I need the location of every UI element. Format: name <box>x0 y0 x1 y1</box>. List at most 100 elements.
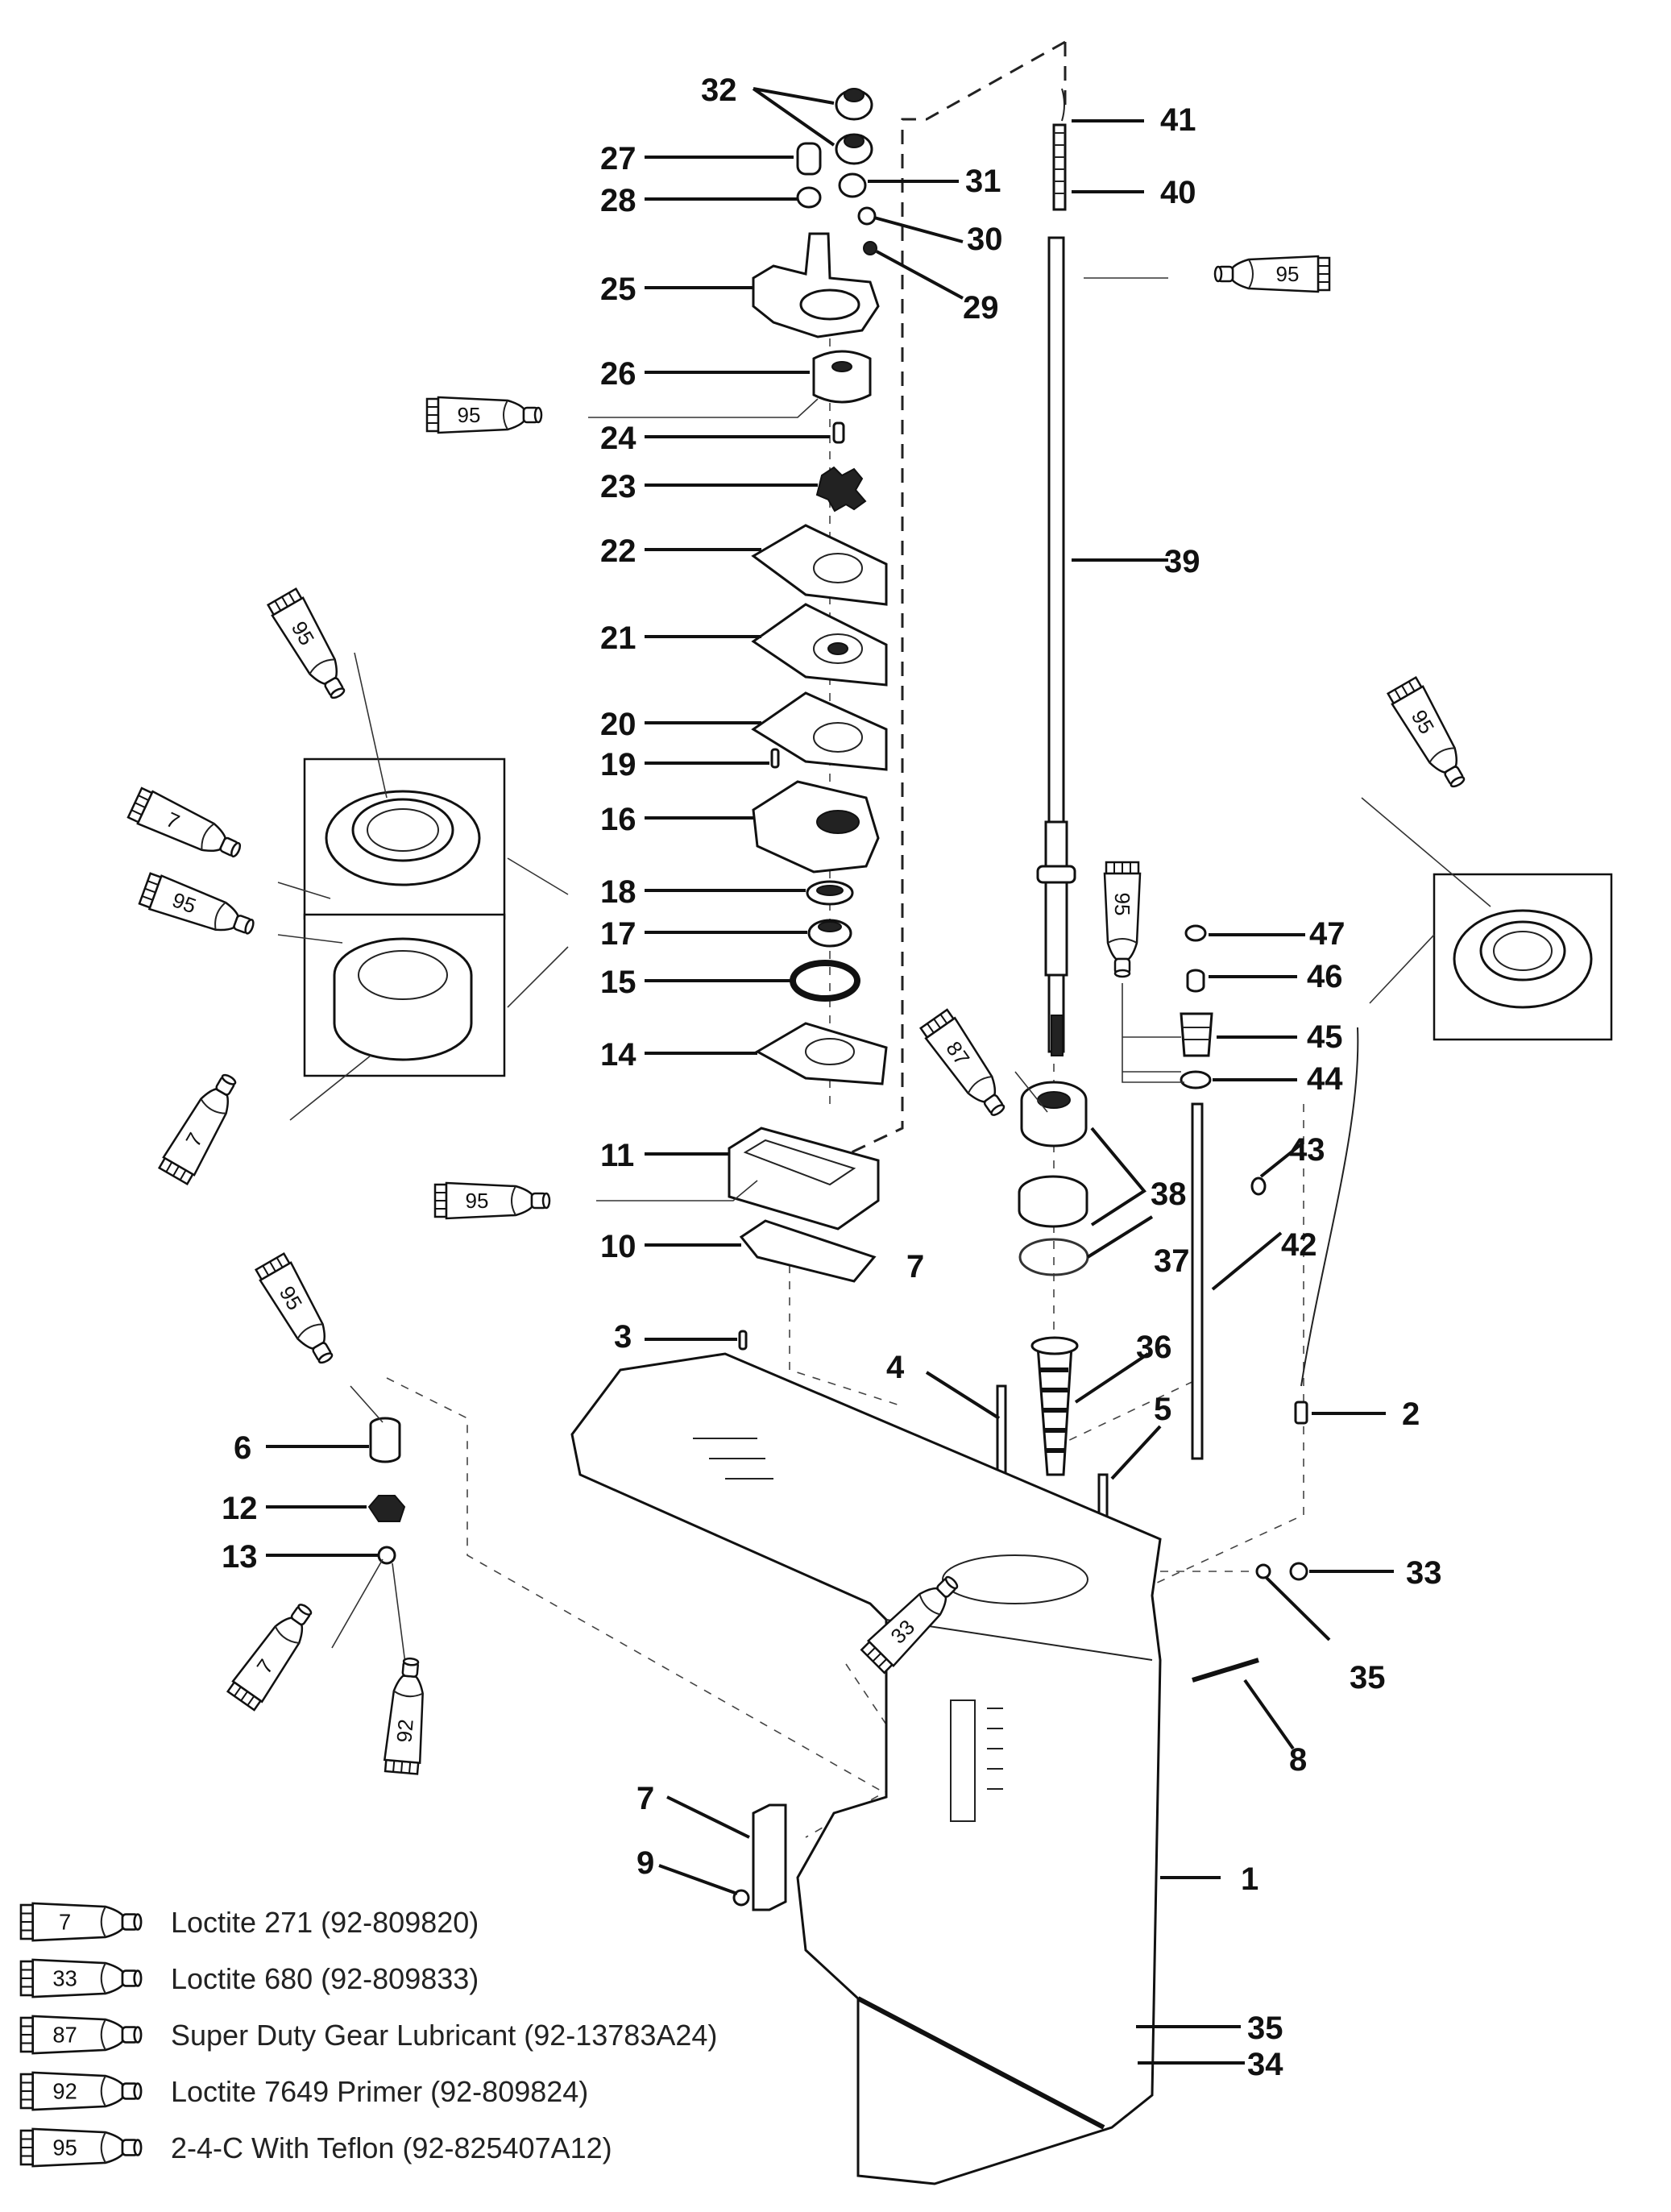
applicator-tube-95: 95 <box>1385 675 1476 795</box>
legend-code: 92 <box>52 2078 77 2103</box>
callout-36: 36 <box>1136 1330 1172 1365</box>
legend-item: 33 Loctite 680 (92-809833) <box>19 1958 479 1998</box>
callout-19: 19 <box>600 747 636 782</box>
callout-16: 16 <box>600 802 636 837</box>
callout-21: 21 <box>600 620 636 656</box>
callout-13: 13 <box>222 1539 258 1575</box>
callout-17: 17 <box>600 916 636 952</box>
callout-28: 28 <box>600 183 636 218</box>
applicator-tube-95: 95 <box>1213 255 1331 293</box>
legend-item: 7 Loctite 271 (92-809820) <box>19 1902 479 1942</box>
callout-40: 40 <box>1160 175 1196 210</box>
callout-42: 42 <box>1281 1227 1317 1263</box>
callout-44: 44 <box>1307 1061 1343 1097</box>
bearing-detail-46 <box>1433 873 1613 1041</box>
legend-item: 87 Super Duty Gear Lubricant (92-13783A24… <box>19 2015 717 2055</box>
legend-item: 95 2-4-C With Teflon (92-825407A12) <box>19 2127 612 2168</box>
leader-lines <box>266 87 1491 2065</box>
svg-text:95: 95 <box>466 1189 489 1213</box>
callout-7: 7 <box>906 1249 924 1284</box>
legend-label: Loctite 680 (92-809833) <box>171 1962 479 1995</box>
callout-2: 2 <box>1402 1397 1420 1432</box>
callout-20: 20 <box>600 707 636 742</box>
applicator-tube-33: 33 <box>859 1567 968 1675</box>
legend-code: 87 <box>52 2022 77 2047</box>
applicator-tube-95: 95 <box>433 1181 551 1220</box>
drive-shaft <box>1036 88 1076 1056</box>
applicator-tube-7: 7 <box>225 1596 322 1712</box>
callout-46: 46 <box>1307 959 1343 994</box>
callout-32: 32 <box>701 73 737 108</box>
callout-35: 35 <box>1247 2011 1283 2046</box>
legend-tube-icon: 95 <box>19 2127 143 2168</box>
legend-code: 7 <box>59 1909 71 1934</box>
bearing-detail-17 <box>303 913 506 1077</box>
callout-37: 37 <box>1154 1243 1190 1279</box>
applicator-tube-87: 87 <box>918 1007 1015 1124</box>
callout-14: 14 <box>600 1037 636 1073</box>
legend-label: Loctite 7649 Primer (92-809824) <box>171 2075 588 2108</box>
applicator-tube-95: 95 <box>425 396 543 434</box>
callout-1: 1 <box>1241 1861 1258 1897</box>
svg-text:95: 95 <box>1110 893 1134 916</box>
retaining-ring <box>1061 88 1065 122</box>
callout-35: 35 <box>1350 1660 1386 1695</box>
legend-label: Loctite 271 (92-809820) <box>171 1906 479 1939</box>
callout-43: 43 <box>1289 1132 1325 1168</box>
callout-6: 6 <box>234 1430 251 1466</box>
callout-4: 4 <box>886 1350 905 1385</box>
gear-housing <box>570 1352 1162 2185</box>
legend-tube-icon: 87 <box>19 2015 143 2055</box>
svg-text:95: 95 <box>458 403 481 427</box>
drive-shaft-spring <box>1052 123 1067 211</box>
applicator-tube-7: 7 <box>156 1067 247 1186</box>
legend-code: 33 <box>52 1965 77 1990</box>
applicator-tube-95: 95 <box>138 870 260 946</box>
applicator-tube-92: 92 <box>382 1656 430 1775</box>
legend-label: 2-4-C With Teflon (92-825407A12) <box>171 2131 612 2164</box>
callout-24: 24 <box>600 421 636 456</box>
callout-labels: 1234567789101112131415161718192021222324… <box>222 73 1442 2082</box>
callout-9: 9 <box>636 1845 654 1881</box>
callout-22: 22 <box>600 533 636 569</box>
callout-31: 31 <box>965 164 1001 199</box>
callout-7: 7 <box>636 1781 654 1816</box>
callout-18: 18 <box>600 874 636 910</box>
callout-12: 12 <box>222 1491 258 1526</box>
callout-25: 25 <box>600 272 636 307</box>
bearing-detail-18 <box>303 757 506 920</box>
callout-33: 33 <box>1406 1555 1442 1591</box>
applicator-tube-7: 7 <box>126 786 247 869</box>
callout-23: 23 <box>600 469 636 504</box>
applicator-tube-95: 95 <box>253 1251 344 1371</box>
applicator-tube-95: 95 <box>265 587 356 706</box>
svg-text:95: 95 <box>1276 262 1300 286</box>
callout-45: 45 <box>1307 1019 1343 1055</box>
legend-tube-icon: 92 <box>19 2071 143 2111</box>
legend-item: 92 Loctite 7649 Primer (92-809824) <box>19 2071 588 2111</box>
applicator-tube-95: 95 <box>1103 861 1142 978</box>
legend: 7 Loctite 271 (92-809820) 33 Loctite 680 (9… <box>19 1902 717 2168</box>
callout-29: 29 <box>963 290 999 326</box>
water-pump-components <box>728 88 888 1283</box>
callout-39: 39 <box>1164 544 1200 579</box>
callout-38: 38 <box>1151 1177 1187 1212</box>
callout-26: 26 <box>600 356 636 392</box>
callout-5: 5 <box>1154 1392 1171 1427</box>
callout-11: 11 <box>600 1138 634 1173</box>
legend-tube-icon: 7 <box>19 1902 143 1942</box>
callout-34: 34 <box>1247 2047 1283 2082</box>
legend-label: Super Duty Gear Lubricant (92-13783A24) <box>171 2019 717 2052</box>
callout-27: 27 <box>600 141 636 176</box>
callout-15: 15 <box>600 965 636 1000</box>
callout-41: 41 <box>1160 102 1196 138</box>
callout-10: 10 <box>600 1229 636 1264</box>
callout-3: 3 <box>614 1319 632 1355</box>
callout-8: 8 <box>1289 1742 1307 1778</box>
legend-tube-icon: 33 <box>19 1958 143 1998</box>
callout-30: 30 <box>967 222 1003 257</box>
callout-47: 47 <box>1309 916 1346 952</box>
legend-code: 95 <box>52 2135 77 2160</box>
